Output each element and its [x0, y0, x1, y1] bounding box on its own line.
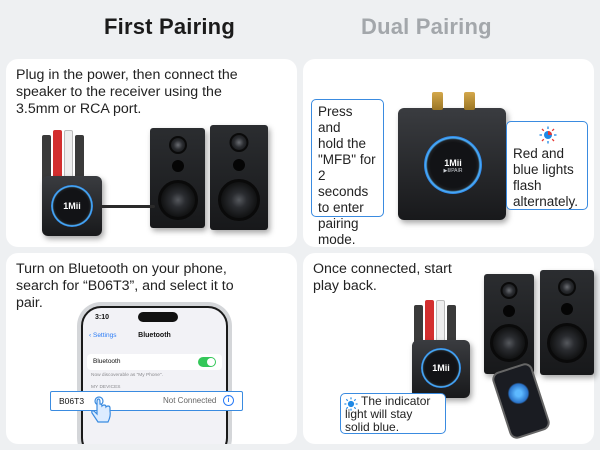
lights-flash-callout: Red and blue lights flash alternately.: [506, 121, 588, 210]
speaker-right-2: [540, 270, 594, 375]
music-disc-icon: [504, 379, 533, 408]
step3-text: Turn on Bluetooth on your phone, search …: [16, 261, 234, 311]
tab-first-pairing[interactable]: First Pairing: [104, 14, 235, 39]
bluetooth-screen-title: Bluetooth: [138, 332, 171, 339]
bluetooth-toggle-row: Bluetooth: [87, 354, 222, 370]
mfb-button[interactable]: 1Mii ▶Ⅱ/PAIR: [424, 136, 482, 194]
multifunction-knob: 1Mii: [51, 185, 93, 227]
press-mfb-callout: Press and hold the "MFB" for 2 seconds t…: [311, 99, 384, 247]
speaker-right: [210, 125, 268, 230]
phone: 3:10 ‹ Settings Bluetooth Bluetooth Now …: [77, 302, 232, 444]
flashing-light-icon: [539, 126, 557, 144]
tap-hand-icon: [91, 396, 111, 423]
speaker-left-2: [484, 274, 534, 374]
phone-clip: 3:10 ‹ Settings Bluetooth Bluetooth Now …: [6, 253, 297, 444]
speaker-left: [150, 128, 205, 228]
multifunction-knob-2: 1Mii: [421, 348, 461, 388]
step4-text: Once connected, start play back.: [313, 261, 452, 294]
phone-notch: [138, 312, 178, 322]
settings-back-link[interactable]: ‹ Settings: [89, 332, 117, 339]
solid-light-icon: [344, 397, 358, 411]
rca-jack-right: [464, 92, 475, 110]
tab-dual-pairing[interactable]: Dual Pairing: [361, 14, 492, 39]
receiver-device: 1Mii: [42, 176, 102, 236]
indicator-callout: The indicator light will stay solid blue…: [340, 393, 446, 434]
info-icon[interactable]: i: [223, 395, 234, 406]
device-row-b06t3[interactable]: B06T3 Not Connected i: [50, 391, 243, 411]
receiver-device-large: 1Mii ▶Ⅱ/PAIR: [398, 108, 506, 220]
rca-jack-left: [432, 92, 443, 110]
audio-cable: [100, 205, 155, 208]
receiver-device-playing: 1Mii: [412, 340, 470, 398]
bluetooth-toggle[interactable]: [198, 357, 216, 367]
step1-text: Plug in the power, then connect the spea…: [16, 67, 238, 117]
